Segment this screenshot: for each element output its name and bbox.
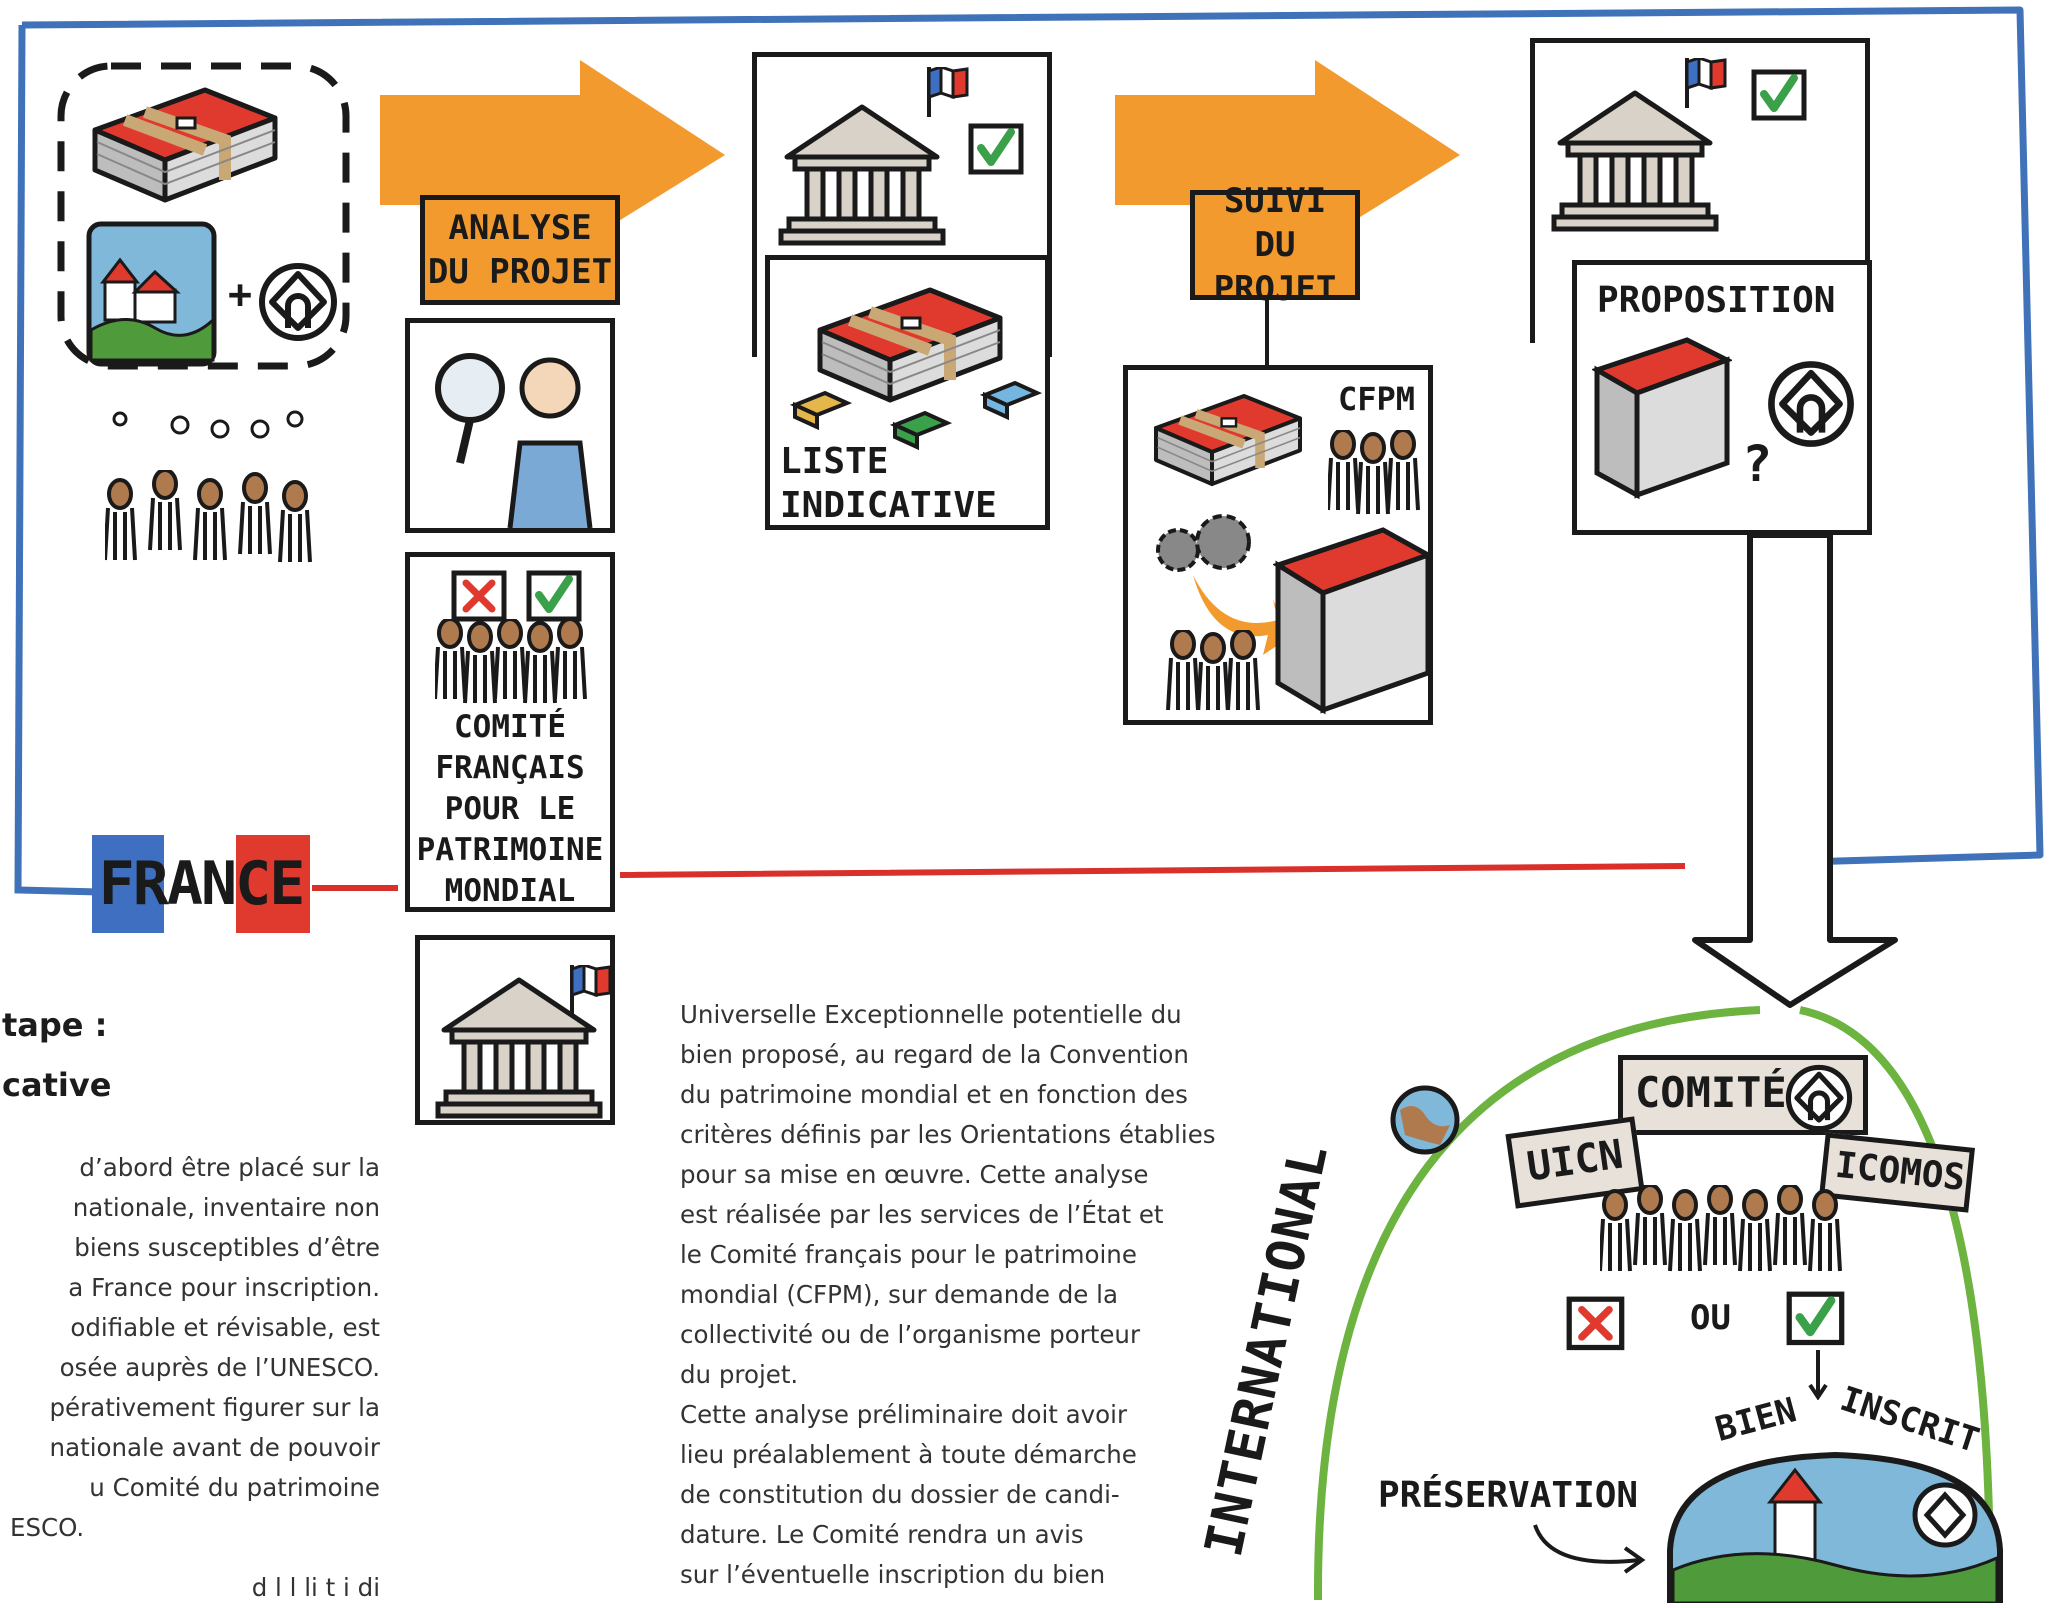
analyse-label: ANALYSE DU PROJET: [420, 195, 620, 305]
expert-card: [405, 318, 615, 533]
down-small-arrow: [1808, 1350, 1828, 1400]
plus-sign: +: [228, 272, 253, 318]
big-dossier-icon: [1273, 527, 1433, 715]
ministry-card-bottom: [415, 935, 615, 1125]
liste-indicative-card: LISTE INDICATIVE: [765, 255, 1050, 530]
cross-icon: [454, 573, 504, 619]
suivi-connector: [1265, 300, 1269, 370]
check-icon: [529, 573, 579, 619]
proposition-label: PROPOSITION: [1597, 280, 1836, 321]
center-paragraph: Universelle Exceptionnelle potentielle d…: [680, 1000, 1216, 1589]
france-frame: [14, 6, 2044, 896]
cfpm-label: CFPM: [1338, 380, 1416, 418]
dossier-icon: [85, 70, 285, 210]
magnifier-expert-icon: [435, 353, 593, 528]
unesco-emblem-icon: [1767, 360, 1857, 450]
dossier-icon: [1148, 380, 1308, 500]
down-arrow-icon: [1692, 532, 1898, 1008]
arrow-icon: [1533, 1524, 1646, 1574]
comite-box: COMITÉ: [1618, 1055, 1868, 1135]
people-icon: [105, 470, 312, 564]
unesco-emblem-icon: [1785, 1064, 1855, 1134]
thought-bubbles: [112, 410, 304, 439]
french-flag-icon: [570, 965, 612, 1017]
unesco-emblem-icon: [258, 262, 338, 342]
cfpm-people-icon: [1328, 430, 1420, 516]
check-icon: [1750, 68, 1810, 122]
left-paragraph: d’abord être placé sur la nationale, inv…: [10, 1153, 380, 1602]
suivi-label: SUIVI DU PROJET: [1190, 181, 1360, 309]
preservation-label: PRÉSERVATION: [1378, 1475, 1639, 1516]
french-flag-icon: [1685, 58, 1727, 110]
cross-icon: [1565, 1295, 1629, 1353]
teams-people-icon: [1166, 630, 1260, 710]
globe-icon: [1390, 1085, 1460, 1155]
gears-icon: [1156, 514, 1251, 572]
project-group: [57, 62, 350, 370]
landscape-icon: [86, 221, 217, 367]
arrow-icon: [1193, 575, 1293, 655]
proposition-card: PROPOSITION ?: [1572, 260, 1872, 535]
section-heading-line-2: cative: [2, 1066, 112, 1104]
committee-people-icon: [1600, 1185, 1842, 1273]
ministry-building-icon: [777, 97, 947, 247]
ou-label: OU: [1690, 1298, 1731, 1338]
inscribed-landscape-icon: [1667, 1451, 2003, 1603]
section-heading-line-1: tape :: [2, 1006, 108, 1044]
france-badge: FRANCE: [92, 835, 310, 933]
check-icon: [967, 122, 1027, 176]
french-flag-icon: [927, 67, 969, 119]
liste-indicative-label: LISTE INDICATIVE: [780, 441, 997, 526]
check-icon: [1785, 1290, 1849, 1348]
small-dossiers-icon: [789, 380, 1043, 451]
dossier-icon: [1592, 337, 1732, 500]
cfpm-committee-label: COMITÉ FRANÇAIS POUR LE PATRIMOINE MONDI…: [416, 709, 604, 909]
suivi-card: CFPM: [1123, 365, 1433, 725]
question-mark: ?: [1742, 435, 1773, 493]
committee-people-icon: [435, 619, 587, 705]
cfpm-card: COMITÉ FRANÇAIS POUR LE PATRIMOINE MONDI…: [405, 552, 615, 912]
